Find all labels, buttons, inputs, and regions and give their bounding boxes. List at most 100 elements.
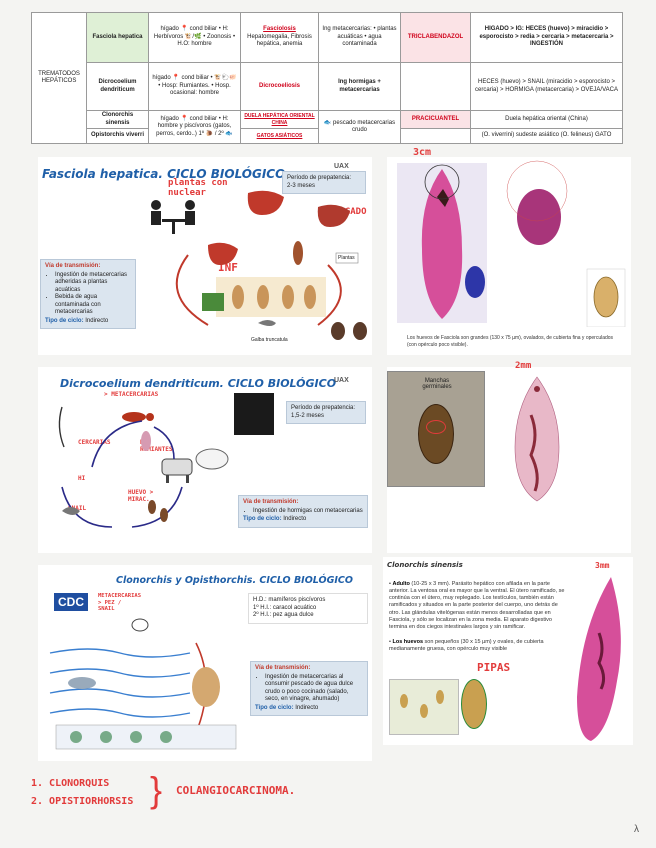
egg-text: son pequeños (30 x 15 µm) y ovales, de c… <box>389 639 544 653</box>
eggs-micro-image <box>389 679 459 735</box>
transmission-box: Vía de transmisión: Ingestión de hormiga… <box>238 495 368 528</box>
species-cell: Fasciola hepatica <box>86 12 149 63</box>
host-line: 1º H.I.: caracol acuático <box>253 604 317 611</box>
cycle-type-value: Indirecto <box>283 516 307 522</box>
transmission-list: Ingestión de metacercarias adheridas a p… <box>55 272 131 317</box>
cycle-diagram <box>49 618 237 750</box>
hosts-box: H.D.: mamíferos piscívoros 1º H.I.: cara… <box>248 593 368 624</box>
host-cell: hígado 📍 cond biliar • 🐮🐑🐖 • Hosp: Rumia… <box>148 62 241 111</box>
human-body-icon <box>192 667 220 707</box>
fish-icon <box>68 677 96 689</box>
host-line: 2º H.I.: pez agua dulce <box>253 612 314 618</box>
host-cell: hígado 📍 cond biliar • H: Herbívoros 🐮/🌿… <box>148 12 241 63</box>
handwritten-note: PIPAS <box>477 661 511 674</box>
stage-icon <box>131 618 149 632</box>
treatment-cell: TRICLABENDAZOL <box>400 12 471 63</box>
table-row: Opistorchis viverri GATOS ASIÁTICOS (O. … <box>32 128 623 144</box>
cycle-cell: Duela hepática oriental (China) <box>470 110 623 129</box>
prepatency-box: Período de prepatencia: 2-3 meses <box>282 171 366 194</box>
list-item: Ingestión de metacercarias al consumir p… <box>265 674 363 704</box>
plants-label: Plantas <box>338 255 355 261</box>
transmission-title: Vía de transmisión: <box>243 499 299 505</box>
snail-icon <box>258 320 276 326</box>
fasciola-zoom2-image <box>465 266 485 298</box>
transmission-cell: Ing metacercarias: • plantas acuáticas •… <box>318 12 401 63</box>
pathology-cell: GATOS ASIÁTICOS <box>240 128 319 144</box>
pathology-name: Fasciolosis <box>263 26 296 33</box>
treatment-cell <box>400 128 471 144</box>
caption: Los huevos de Fasciola son grandes (130 … <box>407 335 614 348</box>
cycle-type-label: Tipo de ciclo: <box>255 704 294 711</box>
table-row: Dicrocoelium dendriticum hígado 📍 cond b… <box>32 62 623 111</box>
host-cell: hígado 📍 cond biliar • H: hombre y piscí… <box>148 110 241 144</box>
egg-label: Manchas germinales <box>422 378 452 390</box>
slide-clonorchis-adult: Clonorchis sinensis 3mm • Adulto (10-25 … <box>383 557 633 745</box>
adult-text: (10-25 x 3 mm). Parásito hepático con af… <box>389 581 565 630</box>
treatment-cell <box>400 62 471 111</box>
cycle-cell: (O. viverrini) sudeste asiático (O. feli… <box>470 128 623 144</box>
egg-icon <box>353 322 367 340</box>
slide-title: Dicrocoelium dendriticum. CICLO BIOLÓGIC… <box>60 377 337 390</box>
cycle-type: Tipo de ciclo: Indirecto <box>255 705 363 713</box>
pathology-sub: Hepatomegalia, Fibrosis hepática, anemia <box>247 33 312 48</box>
handwritten-note: 2mm <box>515 361 532 371</box>
handwritten-note: plantas con nuclear <box>168 178 228 198</box>
handwritten-note: SNAIL <box>68 505 87 512</box>
sheep-icon <box>195 448 229 470</box>
dicrocoelium-adult-image <box>514 376 560 502</box>
liver-icon <box>317 204 350 227</box>
fluke-icon <box>293 241 303 265</box>
host-line: H.D.: mamíferos piscívoros <box>253 597 326 603</box>
fasciola-zoom-image <box>517 189 561 245</box>
handwritten-note: HUEVO > MIRAC. <box>128 489 154 503</box>
footer-result: COLANGIOCARCINOMA. <box>176 784 296 797</box>
handwritten-note: 3mm <box>595 561 610 570</box>
pathology-cell: Fasciolosis Hepatomegalia, Fibrosis hepá… <box>240 12 319 63</box>
fasciola-images <box>397 160 626 327</box>
plants-icon <box>202 293 224 311</box>
prepatency-title: Período de prepatencia: <box>291 405 356 411</box>
page-mark: λ <box>634 824 639 835</box>
prepatency-title: Período de prepatencia: <box>287 175 352 181</box>
list-item: Ingestión de hormigas con metacercarias <box>253 508 363 516</box>
cow-icon <box>161 458 193 483</box>
fasciola-egg-image <box>593 276 619 318</box>
prepatency-value: 2-3 meses <box>287 182 316 189</box>
slide-title: Fasciola hepatica. CICLO BIOLÓGICO <box>42 167 286 181</box>
egg-label: Los huevos <box>392 639 424 645</box>
cycle-type: Tipo de ciclo: Indirecto <box>45 318 131 326</box>
clonorchis-adult-image <box>577 577 621 741</box>
cycle-type-label: Tipo de ciclo: <box>45 317 84 324</box>
species-cell: Dicrocoelium dendriticum <box>86 62 149 111</box>
summary-table: TREMATODOS HEPÁTICOS Fasciola hepatica h… <box>31 12 623 144</box>
handwritten-note: METACERCARIAS > PEZ / SNAIL <box>98 593 142 613</box>
egg-description: • Los huevos son pequeños (30 x 15 µm) y… <box>389 639 544 653</box>
brand-logo: UAX <box>334 377 349 384</box>
ant-photo <box>234 393 274 435</box>
slide-dicrocoelium-adult: Manchas germinales 2mm <box>387 361 631 553</box>
slide-title: Clonorchis y Opisthorchis. CICLO BIOLÓGI… <box>116 575 353 586</box>
footer-item: 1. CLONORQUIS <box>31 778 110 789</box>
germinal-spots <box>426 420 446 434</box>
cycle-diagram <box>58 406 229 528</box>
fluke-icon <box>141 431 151 451</box>
cycle-type-value: Indirecto <box>85 317 109 324</box>
prepatency-value: 1,5-2 meses <box>291 412 325 419</box>
liver-icon <box>247 190 284 215</box>
transmission-cell: Ing hormigas + metacercarias <box>318 62 401 111</box>
slide-dicrocoelium-cycle: Dicrocoelium dendriticum. CICLO BIOLÓGIC… <box>38 367 372 553</box>
egg-icon <box>160 508 168 522</box>
table-row: Clonorchis sinensis hígado 📍 cond biliar… <box>32 110 623 144</box>
transmission-list: Ingestión de metacercarias al consumir p… <box>265 674 363 704</box>
handwritten-note: > METACERCARIAS <box>104 391 159 398</box>
brace: } <box>150 769 163 810</box>
slide-fasciola-cycle: Fasciola hepatica. CICLO BIOLÓGICO UAX p… <box>38 157 372 355</box>
cdc-logo: CDC <box>54 593 88 611</box>
transmission-box: Vía de transmisión: Ingestión de metacer… <box>40 259 136 329</box>
prepatency-box: Período de prepatencia: 1,5-2 meses <box>286 401 366 424</box>
pathology-cell: DUELA HEPÁTICA ORIENTAL CHINA <box>240 110 319 129</box>
cycle-type: Tipo de ciclo: Indirecto <box>243 516 363 524</box>
slide-title: Clonorchis sinensis <box>387 561 463 569</box>
treatment-cell: PRACICUANTEL <box>400 110 471 129</box>
handwritten-note: CERCARIAS <box>78 439 111 446</box>
